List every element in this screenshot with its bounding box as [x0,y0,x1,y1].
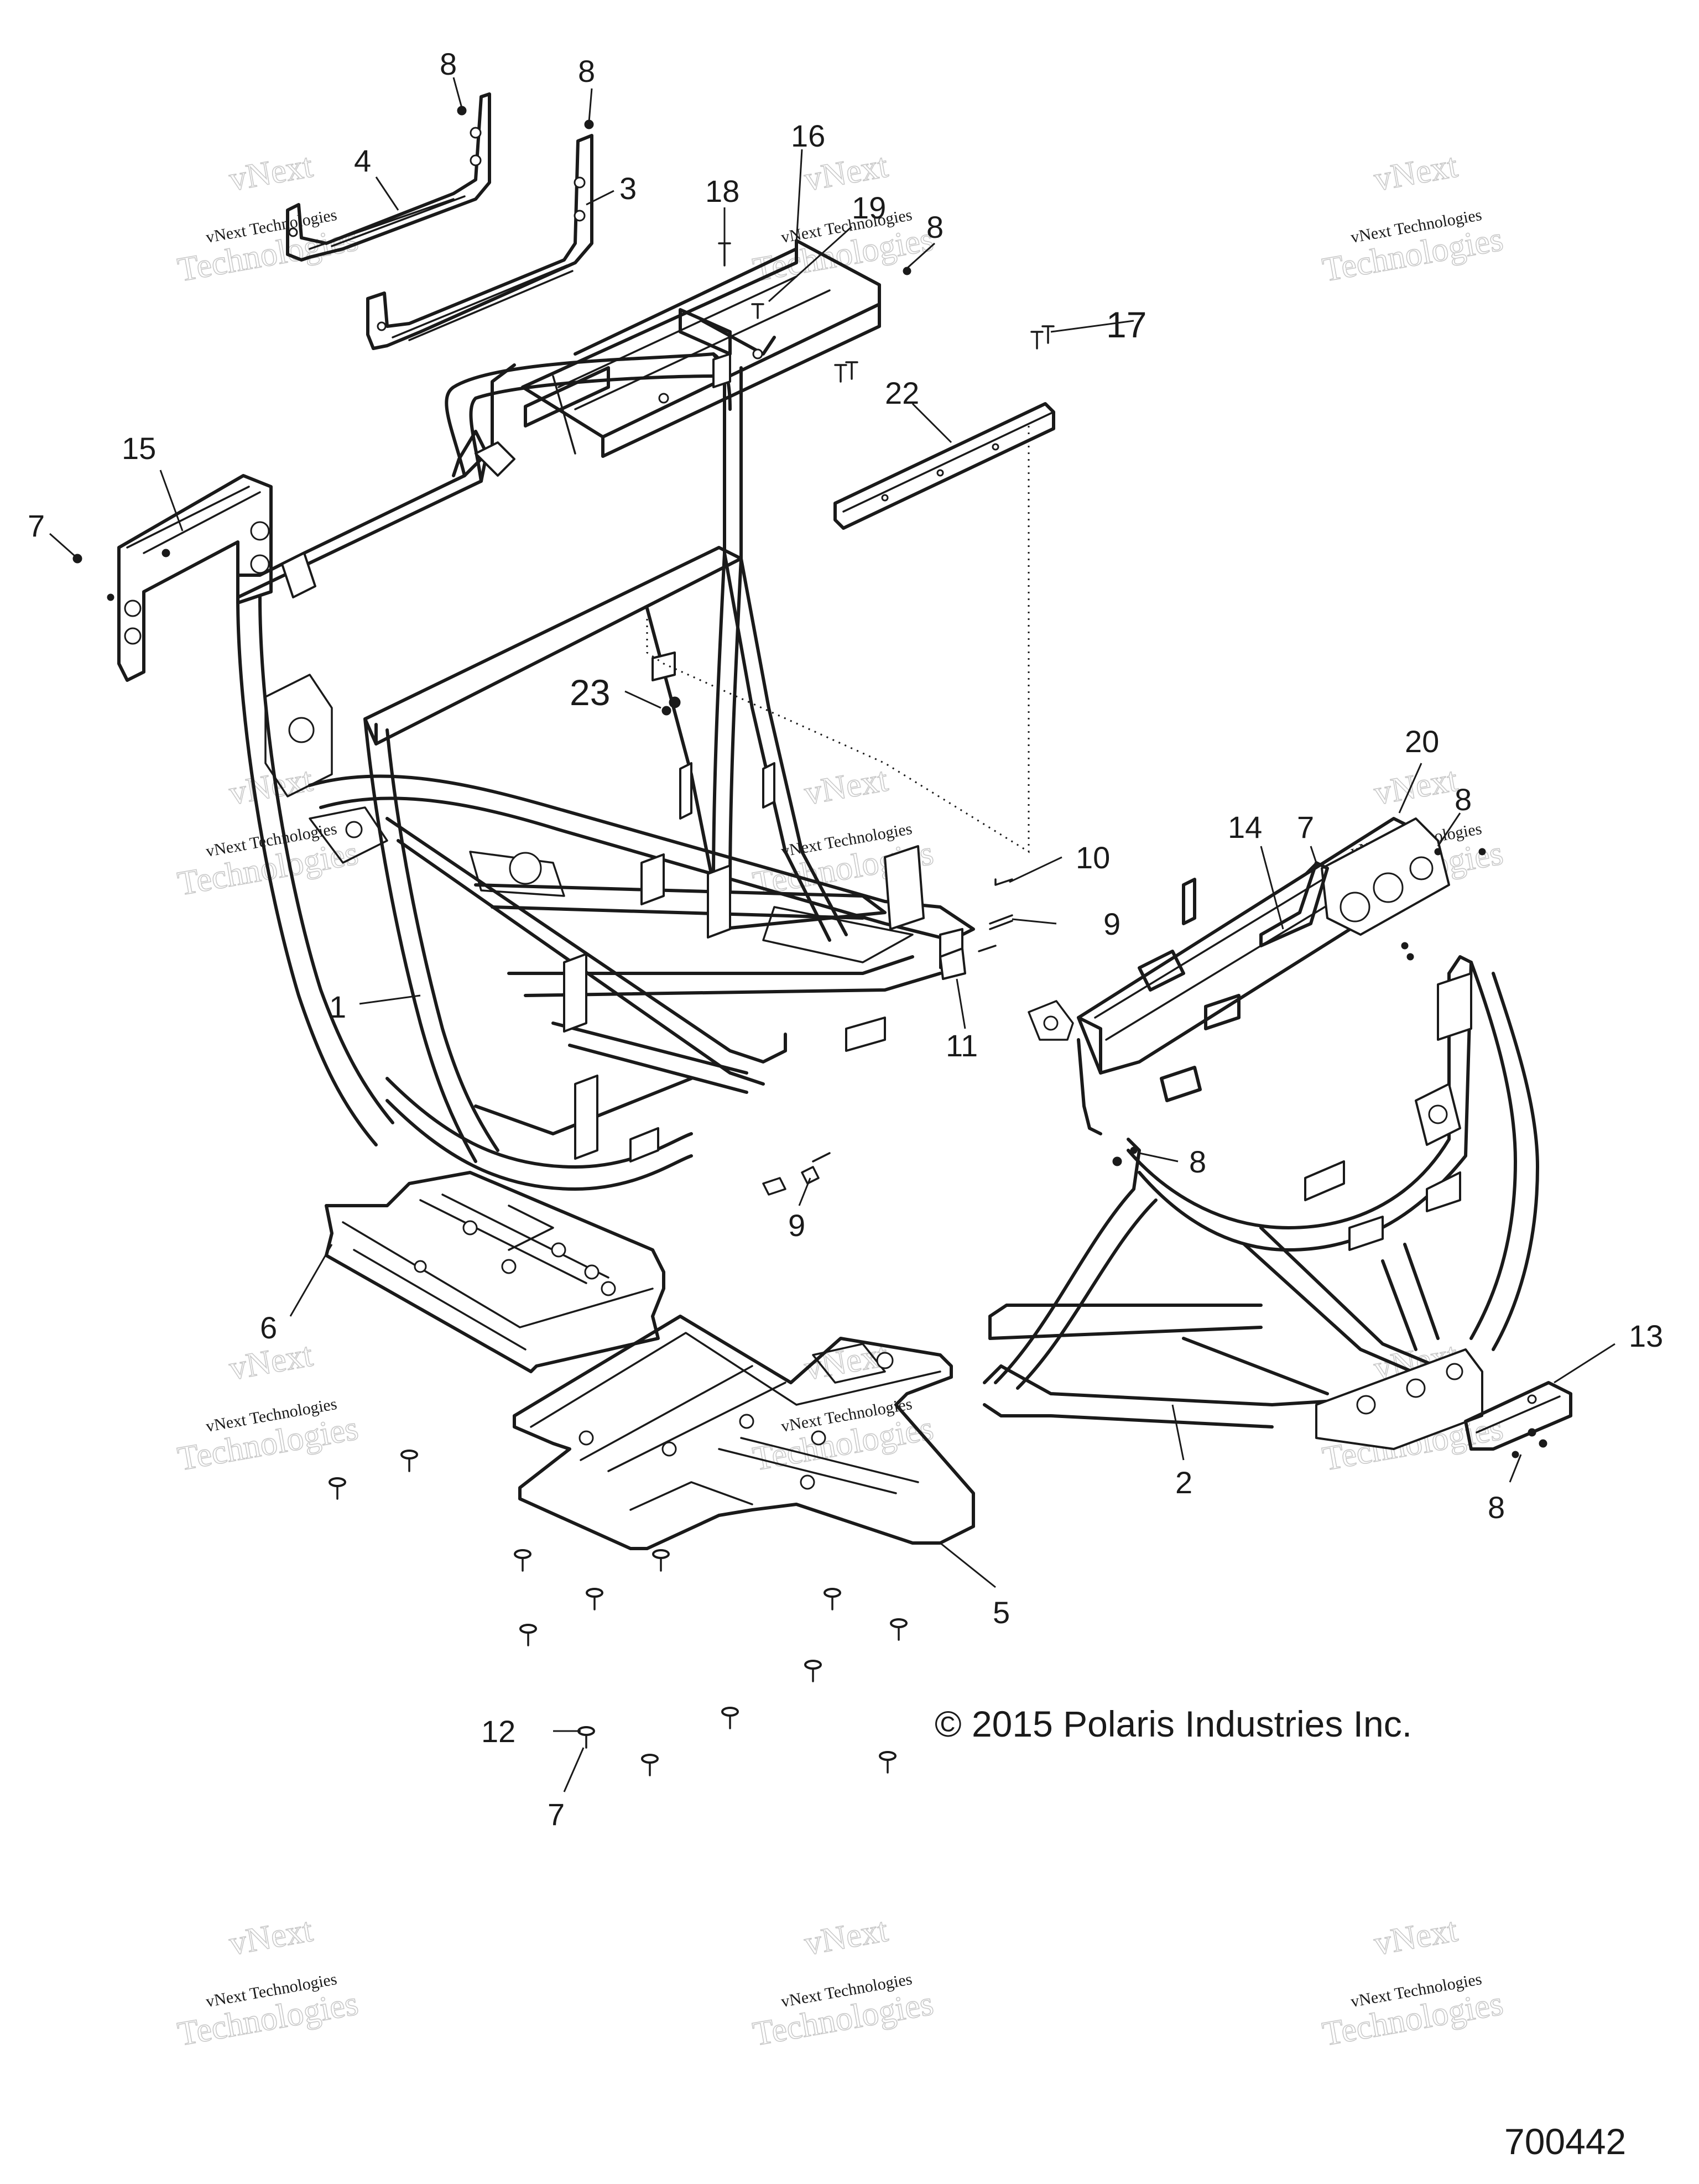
rivet [824,1588,841,1610]
callout-5: 5 [993,1595,1010,1630]
callout-20: 20 [1405,724,1439,759]
rivet [400,1450,418,1472]
watermark: vNext vNext Technologies Technologies [174,1336,361,1479]
svg-text:vNext: vNext [1371,147,1460,199]
watermark: vNext vNext Technologies Technologies [749,1336,936,1479]
callout-17: 17 [1106,304,1146,345]
callout-12: 12 [481,1714,515,1749]
rivet [577,1726,595,1749]
callout-22: 22 [885,376,919,410]
leader-lines [49,77,1615,1792]
rivet [879,1751,897,1774]
watermark: vNext vNext Technologies Technologies [749,1911,936,2054]
callout-15: 15 [122,431,156,466]
watermark: vNext vNext Technologies Technologies [174,147,361,290]
callout-9: 9 [788,1208,805,1243]
callout-4: 4 [354,143,371,178]
watermark: vNext vNext Technologies Technologies [1319,1911,1506,2054]
callout-2: 2 [1175,1465,1192,1500]
callout-1: 1 [329,989,346,1024]
callout-8: 8 [440,46,457,81]
rivet [890,1618,908,1641]
callout-3: 3 [619,171,637,206]
rivet [652,1549,670,1572]
cross-bar-22 [833,402,1055,530]
rear-frame-20 [1028,817,1450,1135]
hitch-bracket-13 [1464,1381,1572,1451]
callout-16: 16 [791,118,825,153]
callout-7: 7 [1297,810,1314,845]
seat-bracket-3 [366,134,593,350]
callout-7: 7 [28,508,45,543]
rivet [586,1588,603,1610]
callout-10: 10 [1076,840,1110,875]
bracket-15 [117,474,273,682]
callout-9: 9 [1103,906,1120,941]
callout-8: 8 [926,210,944,244]
fasteners [72,106,1547,1776]
watermark: vNext vNext Technologies Technologies [749,147,936,290]
callout-6: 6 [260,1310,277,1345]
main-frame-1 [236,352,975,1191]
seat-bracket-4 [286,92,491,262]
svg-text:vNext: vNext [801,1911,890,1963]
bracket-14 [1259,861,1329,947]
alignment-lines [646,426,1030,853]
callout-8: 8 [1189,1144,1206,1179]
callout-7: 7 [548,1797,565,1832]
rivet [519,1624,537,1646]
watermark: vNext vNext Technologies Technologies [174,1911,361,2054]
callout-8: 8 [578,54,595,88]
rivet [329,1477,346,1500]
watermark: vNext vNext Technologies Technologies [1319,147,1506,290]
svg-text:vNext: vNext [801,761,890,812]
rivet [804,1660,822,1682]
rivet [721,1707,739,1729]
svg-text:vNext: vNext [226,147,315,199]
figure-number: 700442 [1504,2121,1626,2162]
callout-11: 11 [946,1028,978,1063]
copyright-notice: © 2015 Polaris Industries Inc. [935,1703,1412,1744]
callout-8: 8 [1488,1490,1505,1525]
svg-text:vNext: vNext [226,761,315,812]
callout-18: 18 [705,174,739,209]
rear-frame-2 [983,955,1539,1450]
callout-8: 8 [1455,782,1472,817]
watermarks: vNext vNext Technologies Technologies vN… [174,147,1506,2054]
callout-19: 19 [852,190,886,225]
skid-plate-5 [513,1315,975,1550]
callout-13: 13 [1629,1318,1663,1353]
rivet [514,1549,531,1572]
callouts: 8 8 4 3 18 16 19 8 17 22 15 7 23 20 14 7… [28,46,1663,1832]
callout-23: 23 [570,672,610,713]
svg-text:vNext: vNext [226,1911,315,1963]
callout-14: 14 [1228,810,1262,845]
skid-plate-6 [325,1171,665,1373]
rivet [641,1754,659,1776]
svg-text:vNext: vNext [1371,761,1460,812]
svg-text:vNext: vNext [1371,1911,1460,1963]
